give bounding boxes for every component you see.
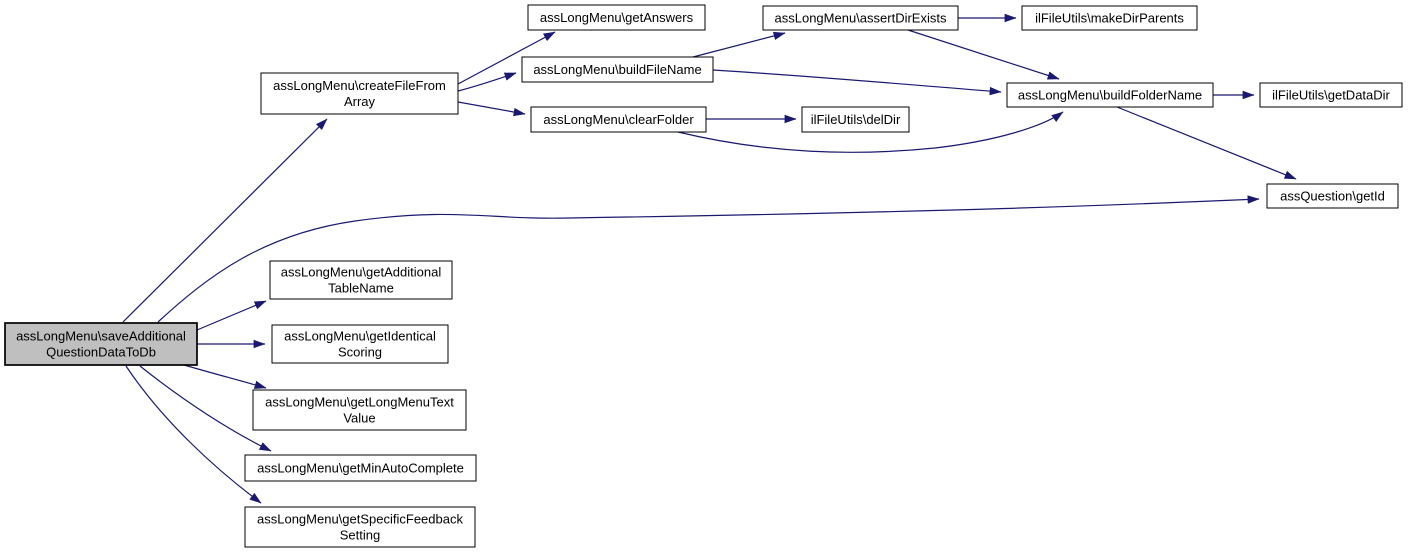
edge-build-file-name-to-assert-dir-exists	[692, 31, 786, 58]
node-box-get-id[interactable]	[1266, 183, 1399, 209]
graph-node-get-id[interactable]: assQuestion\getId	[1266, 183, 1399, 209]
edge-save-additional-question-data-to-db-to-get-long-menu-text-value	[183, 364, 267, 389]
graph-node-build-folder-name[interactable]: assLongMenu\buildFolderName	[1006, 82, 1214, 108]
node-box-get-min-auto-complete[interactable]	[244, 454, 477, 482]
edge-create-file-from-array-to-get-answers	[457, 31, 556, 85]
graph-node-assert-dir-exists[interactable]: assLongMenu\assertDirExists	[762, 5, 959, 31]
node-box-get-answers[interactable]	[527, 4, 706, 31]
edge-save-additional-question-data-to-db-to-get-min-auto-complete	[139, 365, 272, 452]
node-box-save-additional-question-data-to-db[interactable]	[4, 322, 198, 366]
edge-save-additional-question-data-to-db-to-create-file-from-array	[122, 118, 328, 323]
node-box-make-dir-parents[interactable]	[1021, 5, 1198, 31]
graph-node-build-file-name[interactable]: assLongMenu\buildFileName	[521, 56, 714, 83]
node-label-build-folder-name: assLongMenu\buildFolderName	[1018, 88, 1202, 103]
edge-create-file-from-array-to-build-file-name	[457, 72, 517, 92]
node-label-build-file-name: assLongMenu\buildFileName	[533, 62, 701, 77]
graph-node-get-answers[interactable]: assLongMenu\getAnswers	[527, 4, 706, 31]
node-box-assert-dir-exists[interactable]	[762, 5, 959, 31]
node-box-create-file-from-array[interactable]	[260, 72, 459, 115]
node-label-del-dir: ilFileUtils\delDir	[811, 112, 901, 127]
graph-node-clear-folder[interactable]: assLongMenu\clearFolder	[530, 106, 707, 133]
edge-save-additional-question-data-to-db-to-get-specific-feedback-setting	[125, 365, 262, 504]
node-box-get-identical-scoring[interactable]	[271, 324, 449, 364]
node-label-clear-folder: assLongMenu\clearFolder	[543, 112, 694, 127]
node-box-build-file-name[interactable]	[521, 56, 714, 83]
edge-create-file-from-array-to-clear-folder	[457, 101, 526, 117]
graph-node-get-data-dir[interactable]: ilFileUtils\getDataDir	[1259, 82, 1403, 108]
node-label-get-data-dir: ilFileUtils\getDataDir	[1272, 88, 1390, 103]
node-box-get-additional-table-name[interactable]	[269, 260, 453, 300]
node-box-clear-folder[interactable]	[530, 106, 707, 133]
edge-build-file-name-to-build-folder-name	[712, 69, 1002, 96]
node-box-get-long-menu-text-value[interactable]	[252, 389, 467, 431]
graph-node-get-min-auto-complete[interactable]: assLongMenu\getMinAutoComplete	[244, 454, 477, 482]
node-label-get-min-auto-complete: assLongMenu\getMinAutoComplete	[257, 461, 464, 476]
node-box-del-dir[interactable]	[801, 106, 910, 133]
edge-save-additional-question-data-to-db-to-get-id	[157, 195, 1260, 323]
edge-save-additional-question-data-to-db-to-get-additional-table-name	[196, 300, 267, 331]
graph-node-del-dir[interactable]: ilFileUtils\delDir	[801, 106, 910, 133]
edge-build-folder-name-to-get-id	[1116, 106, 1297, 180]
graph-node-make-dir-parents[interactable]: ilFileUtils\makeDirParents	[1021, 5, 1198, 31]
node-box-get-data-dir[interactable]	[1259, 82, 1403, 108]
edge-assert-dir-exists-to-build-folder-name	[907, 29, 1060, 80]
edge-clear-folder-to-build-folder-name	[677, 111, 1064, 153]
node-label-assert-dir-exists: assLongMenu\assertDirExists	[775, 11, 947, 26]
node-box-build-folder-name[interactable]	[1006, 82, 1214, 108]
node-label-get-answers: assLongMenu\getAnswers	[540, 10, 694, 25]
node-label-make-dir-parents: ilFileUtils\makeDirParents	[1035, 11, 1184, 26]
node-box-get-specific-feedback-setting[interactable]	[244, 506, 476, 548]
node-label-get-id: assQuestion\getId	[1280, 189, 1385, 204]
